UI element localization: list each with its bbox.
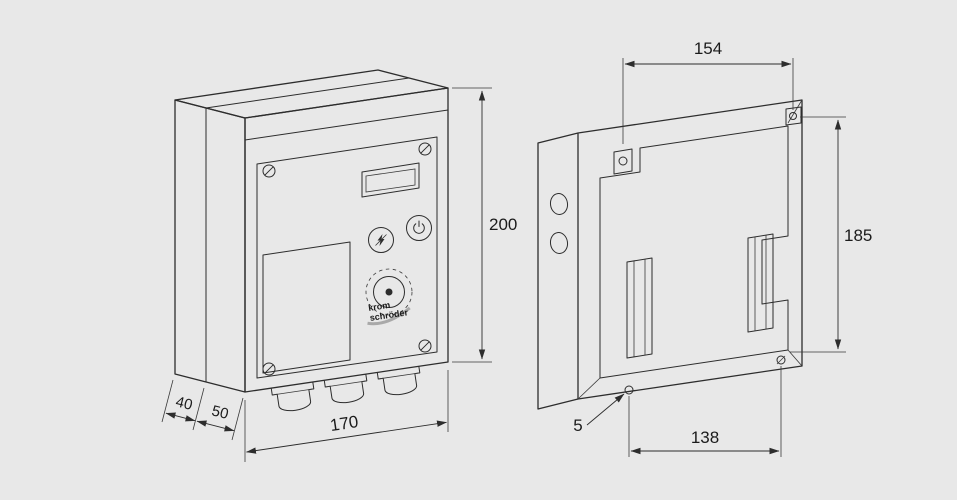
- housing-depth-split-top: [205, 77, 410, 109]
- door-panel: krom schröder: [256, 136, 438, 379]
- dim-label-154: 154: [694, 39, 722, 58]
- knob-drawing: [365, 268, 413, 316]
- dim-label-50: 50: [210, 402, 230, 423]
- interior-channel-right: [747, 233, 774, 333]
- dimension-height-185: 185: [790, 116, 872, 353]
- door-screw-top-left: [262, 164, 276, 178]
- display-window: [361, 162, 420, 198]
- knob-center-dot: [385, 288, 393, 296]
- dim-label-5: 5: [573, 416, 582, 435]
- dim-label-138: 138: [691, 428, 719, 447]
- rear-side-wall: [537, 132, 579, 410]
- door-screw-bottom-right: [418, 339, 432, 353]
- cable-gland-2: [323, 374, 368, 404]
- cable-glands: [270, 366, 421, 412]
- dim-label-40: 40: [174, 393, 194, 414]
- label-window: [262, 241, 351, 374]
- logo-swoosh: [367, 306, 411, 326]
- mounting-tab-top-left: [613, 148, 633, 175]
- corner-edge-bottom-left: [577, 377, 601, 400]
- dimension-top-width-154: 154: [622, 39, 794, 144]
- dimension-depths-40-50: 40 50: [161, 379, 244, 441]
- power-icon: [413, 220, 425, 234]
- mounting-tab-top-right: [785, 106, 802, 126]
- mounting-hole-bottom-left: [624, 385, 634, 395]
- dimension-hole-5: 5: [573, 393, 625, 435]
- knockout-hole-2: [549, 232, 569, 254]
- dimension-width-170: 170: [244, 370, 449, 462]
- cable-gland-1: [270, 382, 315, 412]
- dim-label-200: 200: [489, 215, 517, 234]
- corner-edge-bottom-right: [787, 349, 803, 367]
- cable-gland-3: [376, 366, 421, 396]
- housing-body: [174, 69, 449, 393]
- back-wall-contour: [599, 125, 789, 379]
- dim-label-170: 170: [329, 412, 360, 435]
- knob-dashed-circle: [365, 268, 413, 316]
- housing-front-face: [244, 87, 449, 393]
- door-seam-line: [244, 109, 449, 141]
- rear-opening-outline: [577, 99, 803, 400]
- power-button-drawing: [406, 215, 432, 241]
- rear-housing-shell: [537, 99, 803, 410]
- dimension-bottom-width-138: 138: [628, 366, 782, 457]
- reset-button-drawing: [368, 227, 394, 253]
- knockout-hole-1: [549, 193, 569, 215]
- corner-edge-top-right: [787, 99, 803, 124]
- mounting-hole-bottom-right: [776, 355, 786, 365]
- display-outer-frame: [361, 162, 420, 198]
- interior-channel-left: [626, 257, 653, 359]
- dimension-height-200: 200: [452, 87, 517, 363]
- rear-view-figure: 154 185 138 5: [537, 39, 872, 457]
- door-screw-top-right: [418, 142, 432, 156]
- door-inner-frame: [256, 136, 438, 379]
- display-inner-frame: [365, 168, 416, 193]
- brand-logo: krom schröder: [367, 300, 411, 326]
- housing-left-face: [174, 99, 246, 393]
- logo-line1: krom: [368, 300, 391, 313]
- front-view-figure: krom schröder 200: [161, 69, 517, 462]
- dim-label-185: 185: [844, 226, 872, 245]
